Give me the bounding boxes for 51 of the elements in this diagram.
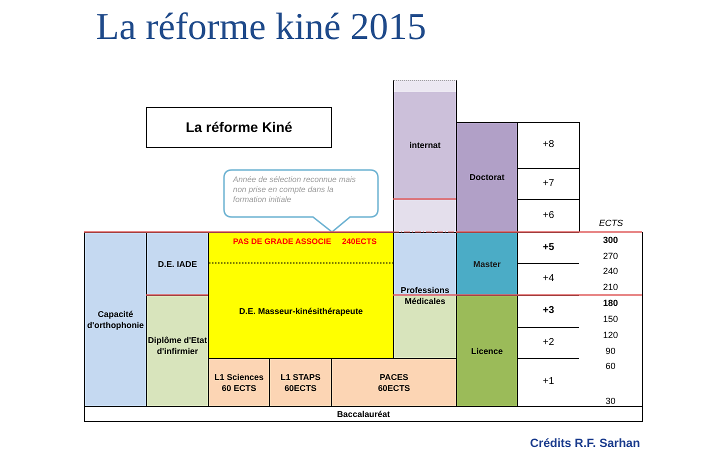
doctorate-bar <box>456 122 518 233</box>
first-year-bar <box>331 358 457 407</box>
physiotherapy-diploma-bar <box>208 232 394 359</box>
nursing-diploma-bar <box>146 295 209 407</box>
year-label: +7 <box>542 178 554 190</box>
bar-label: Diplôme d'Etat d'infirmier <box>147 335 208 357</box>
master-bar <box>456 232 518 296</box>
orthophony-bar <box>84 232 147 407</box>
diploma-label: D.E. Masseur-kinésithérapeute <box>238 306 364 317</box>
ects-value-cell: 270 <box>579 248 643 264</box>
ects-value-cell: 30 <box>579 374 643 407</box>
year-label: +5 <box>542 242 554 254</box>
bar-label: PACES 60ECTS <box>376 372 412 394</box>
baccalaureate-row <box>84 406 643 422</box>
page-title: La réforme kiné 2015 <box>96 5 426 50</box>
bar-label: Licence <box>471 346 503 356</box>
ects-value-cell: 60 <box>579 358 643 375</box>
bar-label: internat <box>409 140 441 151</box>
licence-bar <box>456 295 518 407</box>
heading-text: La réforme Kiné <box>186 118 292 136</box>
bar-label: Baccalauréat <box>337 408 390 420</box>
callout-text: Année de sélection reconnue mais non prise en compte dans la formation initiale <box>233 175 357 205</box>
column-header: ECTS <box>598 218 624 228</box>
bar-label: L1 Sciences 60 ECTS <box>213 372 265 394</box>
year-label: +6 <box>542 210 554 222</box>
callout-bubble <box>223 169 379 233</box>
bar-label: D.E. IADE <box>158 258 198 270</box>
bar-label: Capacité d'orthophonie <box>86 308 145 330</box>
ects-note: 240ECTS <box>342 237 377 247</box>
bar-label: Professions Médicales <box>400 284 450 306</box>
credit-text: Crédits R.F. Sarhan <box>530 436 640 450</box>
ects-value-cell: 150 <box>579 311 643 328</box>
bar-label: L1 STAPS 60ECTS <box>280 372 322 394</box>
year-label: +8 <box>542 139 554 152</box>
year-label: +4 <box>542 273 554 286</box>
ects-value-cell: 90 <box>579 343 643 359</box>
grade-note: PAS DE GRADE ASSOCIE <box>233 237 332 247</box>
nurse-anesthetist-bar <box>146 232 209 296</box>
heading-box <box>146 107 332 148</box>
internat-bar <box>393 80 457 233</box>
medical-professions-bar <box>393 232 457 359</box>
ects-value-cell: 240 <box>579 263 643 280</box>
year-label: +3 <box>542 305 554 318</box>
bar-label: Master <box>473 258 501 270</box>
year-label: +2 <box>542 336 554 350</box>
first-year-bar <box>269 358 332 407</box>
bar-label: Doctorat <box>470 172 504 183</box>
year-label: +1 <box>542 376 554 389</box>
year-cell <box>517 122 580 169</box>
ects-value-cell: 120 <box>579 327 643 344</box>
first-year-bar <box>208 358 270 407</box>
